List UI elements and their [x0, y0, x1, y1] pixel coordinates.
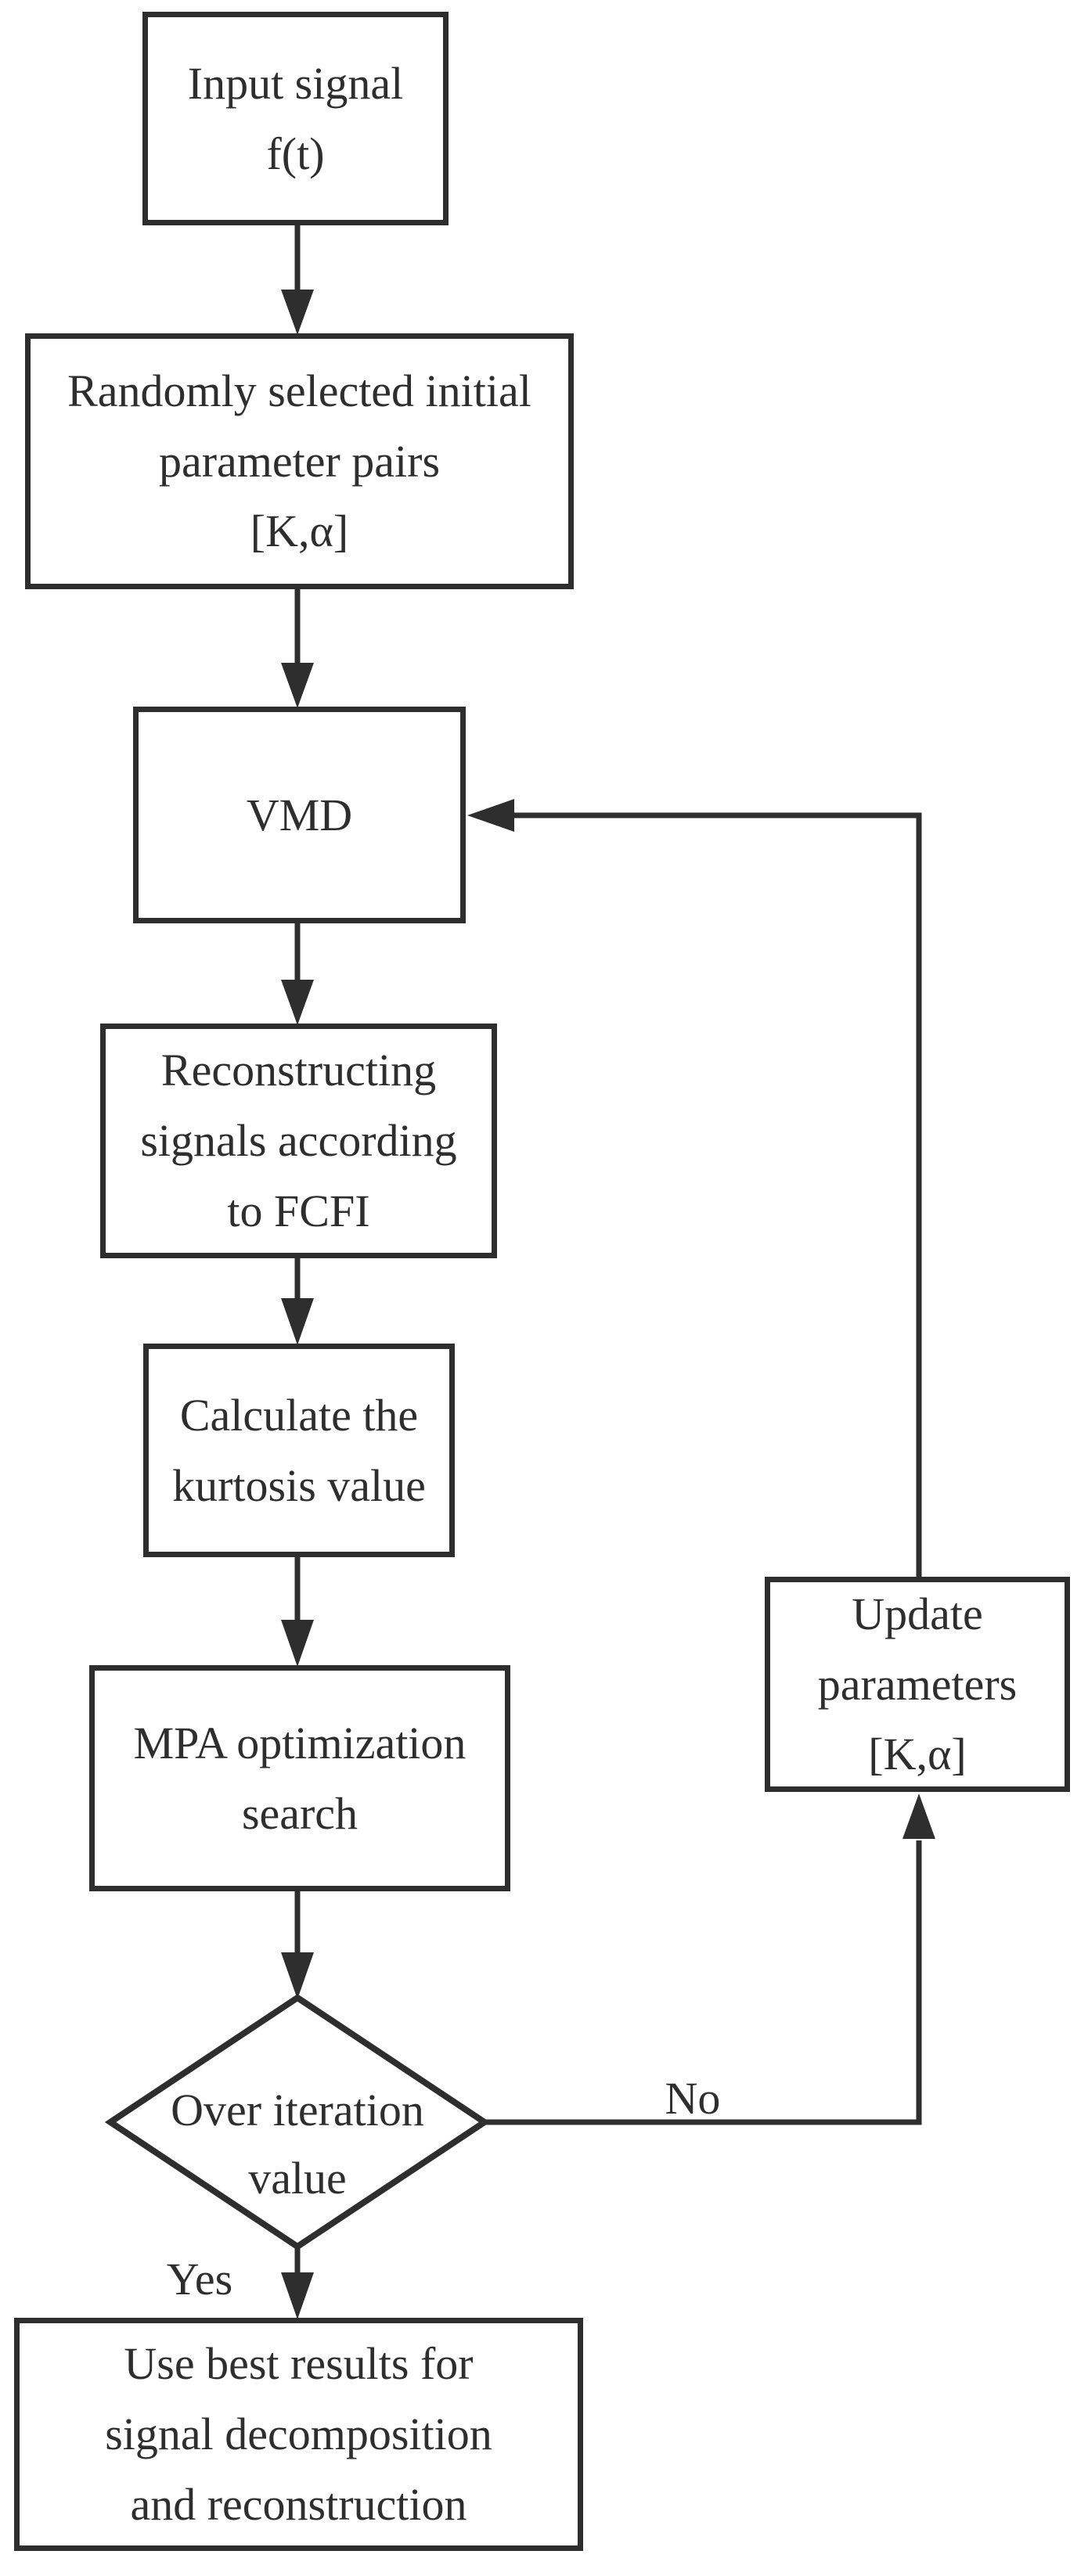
node-text-line: value — [248, 2153, 347, 2204]
node-text-line: MPA optimization — [133, 1717, 467, 1768]
node-text-line: Randomly selected initial — [67, 365, 531, 416]
edge-label-no: No — [665, 2073, 721, 2124]
node-text-line: parameter pairs — [158, 435, 441, 487]
node-text-line: [K,α] — [868, 1729, 967, 1780]
node-text-line: Use best results for — [124, 2338, 474, 2390]
edge-kurtosis-to-mpa — [281, 1557, 314, 1667]
decision-diamond-shape — [104, 1994, 491, 2250]
node-input-signal: Input signal f(t) — [142, 12, 449, 225]
node-text-line: to FCFI — [227, 1185, 370, 1236]
arrowhead-down — [281, 980, 314, 1025]
arrowhead-down — [281, 290, 314, 335]
node-text-line: f(t) — [266, 128, 325, 179]
edge-update-to-vmd — [467, 799, 922, 1577]
arrowhead-left — [467, 799, 514, 832]
node-text-line: VMD — [246, 789, 353, 840]
edge-input-to-random — [281, 225, 314, 335]
node-random-params: Randomly selected initial parameter pair… — [25, 333, 574, 589]
node-mpa-search: MPA optimization search — [89, 1665, 510, 1891]
node-decision-label: Over iteration value — [110, 1998, 485, 2247]
node-text-line: kurtosis value — [172, 1459, 426, 1511]
node-text-line: Input signal — [187, 57, 404, 109]
arrowhead-up — [902, 1793, 935, 1839]
node-kurtosis: Calculate the kurtosis value — [143, 1344, 455, 1557]
arrowhead-down — [281, 1952, 314, 1999]
node-text-line: Reconstructing — [160, 1045, 437, 1096]
node-text-line: Update — [852, 1588, 983, 1639]
node-vmd: VMD — [133, 707, 466, 923]
node-text-line: and reconstruction — [130, 2478, 467, 2530]
edge-decision-no-to-update — [485, 1793, 935, 2125]
node-text-line: [K,α] — [250, 505, 349, 557]
arrowhead-down — [281, 2272, 314, 2319]
edge-mpa-to-decision — [281, 1891, 314, 1999]
node-text-line: parameters — [817, 1658, 1018, 1710]
node-update-params: Update parameters [K,α] — [765, 1577, 1070, 1792]
arrowhead-down — [281, 1620, 314, 1667]
arrowhead-down — [281, 1298, 314, 1345]
node-text-line: Calculate the — [179, 1389, 419, 1441]
node-text-line: signals according — [140, 1115, 457, 1167]
arrowhead-down — [281, 663, 314, 708]
edge-line — [513, 812, 922, 1577]
node-text-line: Over iteration — [171, 2085, 424, 2135]
edge-vmd-to-reconstruct — [281, 923, 314, 1025]
edge-decision-yes-to-final — [281, 2247, 314, 2319]
node-reconstruct-fcfi: Reconstructing signals according to FCFI — [100, 1024, 497, 1258]
node-text-line: signal decomposition — [105, 2409, 492, 2460]
node-best-results: Use best results for signal decompositio… — [14, 2318, 583, 2551]
edge-random-to-vmd — [281, 589, 314, 708]
edge-line — [485, 1840, 922, 2125]
edge-label-yes: Yes — [166, 2254, 233, 2304]
edge-reconstruct-to-kurtosis — [281, 1258, 314, 1345]
node-text-line: search — [241, 1787, 358, 1839]
